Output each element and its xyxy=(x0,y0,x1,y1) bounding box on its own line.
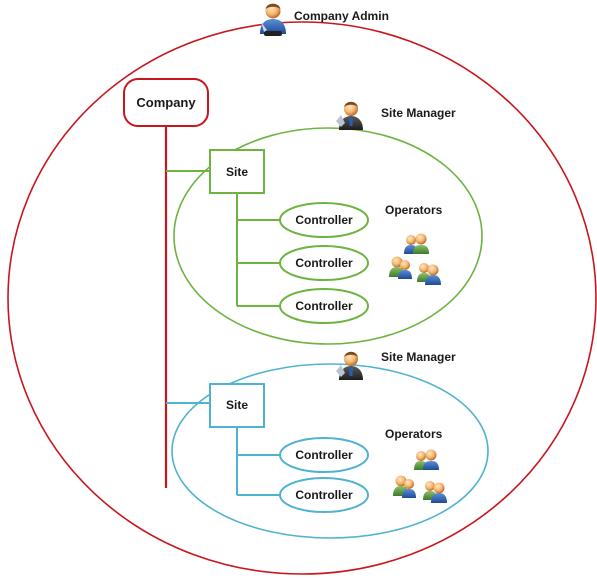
site-manager-boundary-top xyxy=(173,127,483,345)
controller-node-top-2: Controller xyxy=(279,245,369,281)
controller-label: Controller xyxy=(295,448,353,462)
operators-group-icon-bottom xyxy=(393,449,447,503)
operators-label-top: Operators xyxy=(385,203,443,217)
controller-node-bottom-1: Controller xyxy=(279,437,369,473)
controller-node-bottom-2: Controller xyxy=(279,477,369,513)
controller-label: Controller xyxy=(295,213,353,227)
site-bottom-controller-links xyxy=(236,427,281,496)
site-node-top: Site xyxy=(209,149,265,194)
company-label: Company xyxy=(136,95,196,110)
site-top-label: Site xyxy=(226,165,248,179)
site-top-controller-links xyxy=(236,193,281,307)
site-manager-label-bottom: Site Manager xyxy=(381,350,456,364)
controller-node-top-3: Controller xyxy=(279,288,369,324)
company-admin-label: Company Admin xyxy=(294,9,389,23)
operators-group-icon-top xyxy=(389,233,441,285)
manager-user-icon-bottom xyxy=(336,351,363,380)
manager-user-icon-top xyxy=(336,101,363,130)
site-manager-label-top: Site Manager xyxy=(381,106,456,120)
operators-label-bottom: Operators xyxy=(385,427,443,441)
admin-user-icon xyxy=(260,3,286,36)
controller-label: Controller xyxy=(295,299,353,313)
company-node: Company xyxy=(123,78,209,127)
company-admin-boundary xyxy=(7,21,597,575)
site-bottom-label: Site xyxy=(226,398,248,412)
controller-node-top-1: Controller xyxy=(279,202,369,238)
site-node-bottom: Site xyxy=(209,383,265,428)
controller-label: Controller xyxy=(295,256,353,270)
controller-label: Controller xyxy=(295,488,353,502)
site-manager-boundary-bottom xyxy=(171,363,489,539)
